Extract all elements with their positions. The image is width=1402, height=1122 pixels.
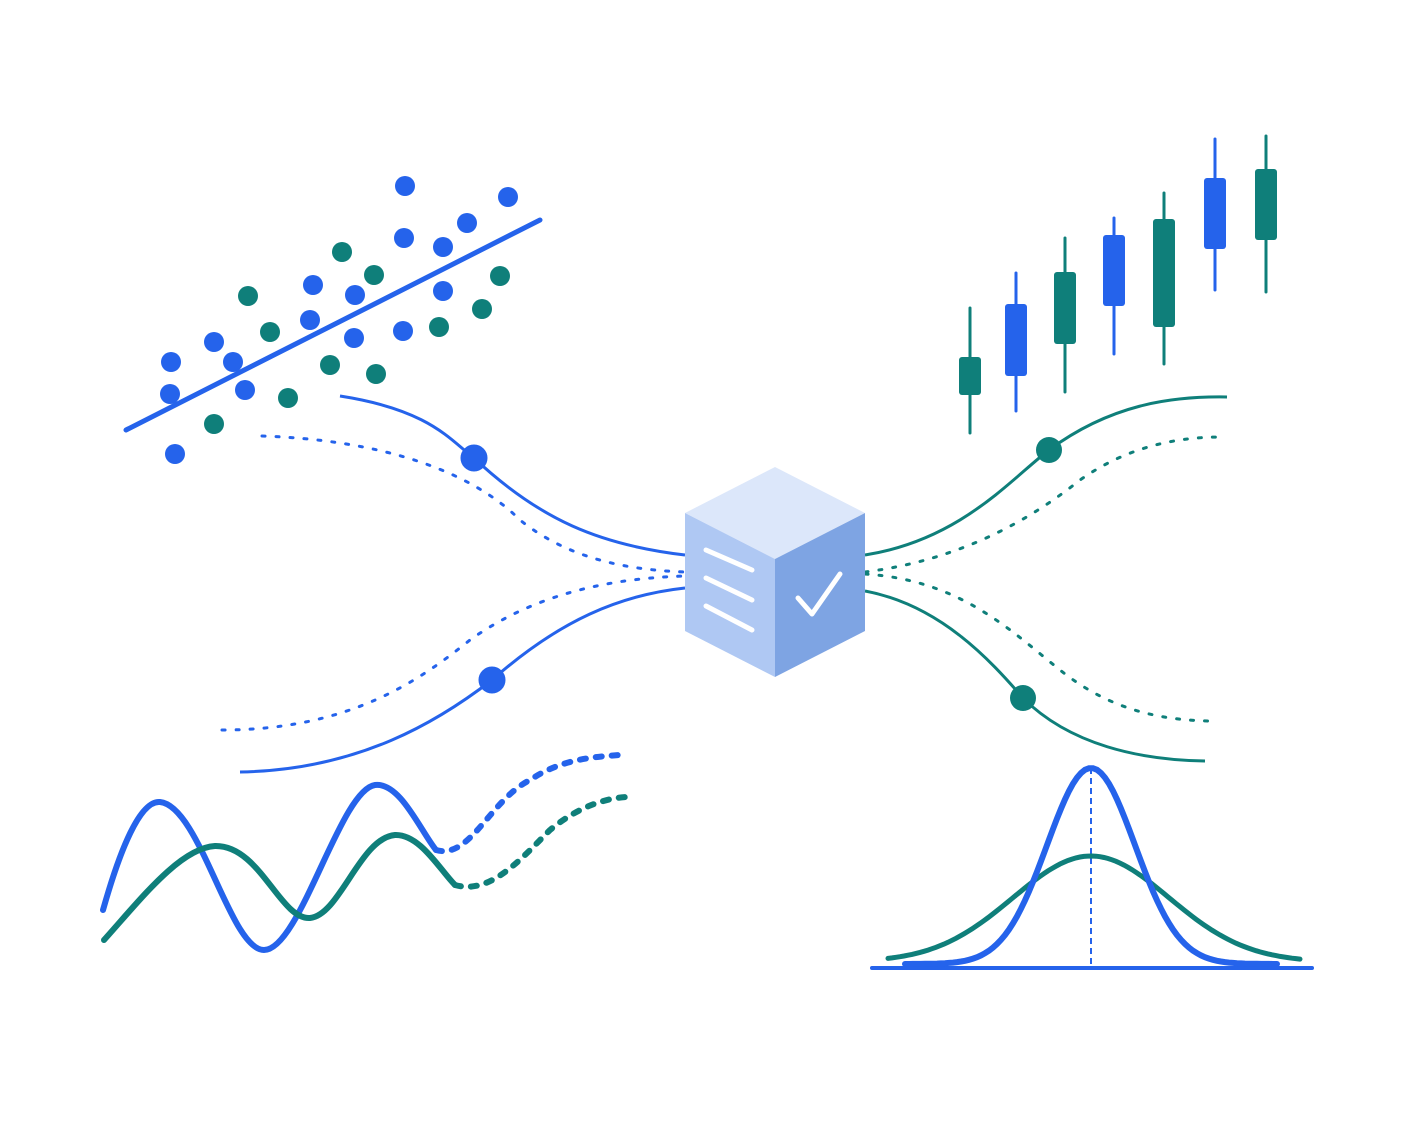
scatter-point [160, 384, 180, 404]
checkmark-icon [795, 571, 843, 617]
scatter-point [345, 285, 365, 305]
connector-right-lower-dotted [863, 572, 1212, 723]
candle-body [959, 357, 981, 395]
candlestick [959, 306, 981, 435]
scatter-point [490, 266, 510, 286]
candle-body [1054, 272, 1076, 344]
connector-lines [220, 394, 1228, 774]
connector-right-lower [864, 589, 1206, 763]
connector-left-lower [239, 586, 686, 774]
connector-left-upper [339, 394, 686, 557]
wave-teal-solid [101, 831, 458, 943]
scatter-point [457, 213, 477, 233]
scatter-point [433, 237, 453, 257]
candle-body [1005, 304, 1027, 376]
scatter-plot-panel [123, 176, 543, 464]
scatter-point [393, 321, 413, 341]
candlestick [1153, 191, 1175, 366]
wave-blue-solid [100, 781, 439, 954]
wave-teal-dotted [452, 794, 633, 890]
bell-curve-narrow [902, 765, 1280, 967]
scatter-point [364, 265, 384, 285]
candle-body [1153, 219, 1175, 327]
scatter-point [238, 286, 258, 306]
scatter-point [395, 176, 415, 196]
scatter-point [320, 355, 340, 375]
scatter-point [433, 281, 453, 301]
scatter-point [394, 228, 414, 248]
connector-node [1010, 685, 1036, 711]
scatter-point [260, 322, 280, 342]
central-cube-icon [685, 467, 865, 677]
scatter-point [223, 352, 243, 372]
scatter-point [300, 310, 320, 330]
scatter-point [235, 380, 255, 400]
connector-right-upper [864, 395, 1228, 557]
scatter-point [278, 388, 298, 408]
candle-body [1204, 178, 1226, 249]
distribution-panel [870, 765, 1314, 970]
scatter-point [332, 242, 352, 262]
candlestick [1005, 271, 1027, 413]
scatter-point [303, 275, 323, 295]
candle-body [1255, 169, 1277, 240]
scatter-point [366, 364, 386, 384]
scatter-point [472, 299, 492, 319]
bell-curve-wide [885, 853, 1303, 962]
connector-left-lower-dotted [220, 574, 687, 732]
scatter-point [204, 332, 224, 352]
waves-panel [100, 752, 633, 954]
connector-left-upper-dotted [260, 434, 687, 574]
connector-node [1036, 437, 1062, 463]
scatter-point [344, 328, 364, 348]
scatter-point [165, 444, 185, 464]
cube-front-face [685, 513, 775, 677]
candlestick [1255, 134, 1277, 294]
lines-icon [703, 547, 755, 633]
scatter-point [161, 352, 181, 372]
candle-body [1103, 235, 1125, 306]
candlestick [1054, 236, 1076, 394]
connector-node [460, 444, 488, 472]
trend-line [123, 217, 543, 433]
scatter-point [204, 414, 224, 434]
cube-side-face [775, 513, 865, 677]
connector-node [478, 666, 506, 694]
candlestick [1103, 216, 1125, 356]
scatter-point [498, 187, 518, 207]
candlestick [1204, 137, 1226, 292]
scatter-point [429, 317, 449, 337]
candlestick-panel [959, 134, 1277, 435]
